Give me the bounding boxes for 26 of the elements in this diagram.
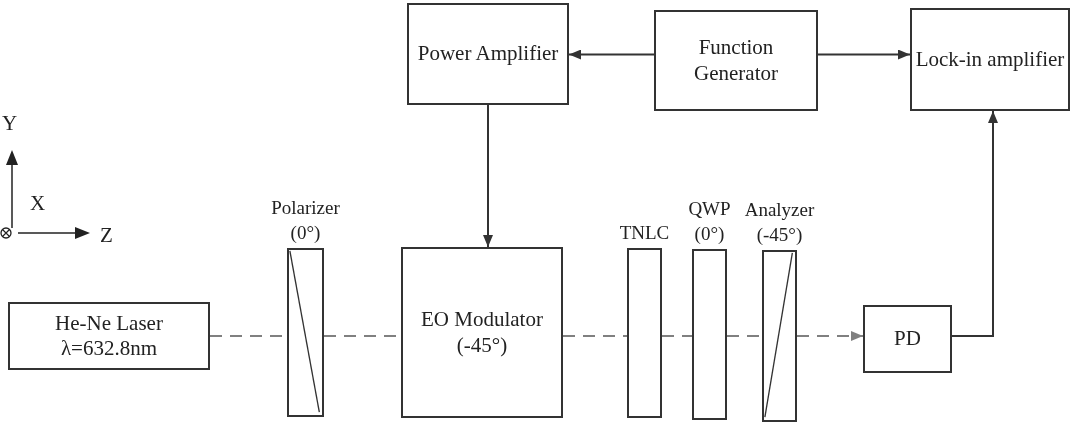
component-label: Polarizer (0°) bbox=[270, 195, 341, 246]
box-label: He-Ne Laser λ=632.8nm bbox=[54, 310, 164, 362]
light-beam bbox=[796, 331, 864, 341]
instrument-box bbox=[654, 10, 818, 111]
instrument-box bbox=[407, 3, 569, 105]
light-beam bbox=[562, 335, 628, 337]
component-label: TNLC bbox=[618, 221, 671, 246]
signal-arrow bbox=[951, 110, 998, 337]
laser-box bbox=[8, 302, 210, 370]
signal-arrow bbox=[568, 49, 655, 60]
instrument-box bbox=[910, 8, 1070, 111]
box-label: Lock-in amplifier bbox=[915, 46, 1065, 73]
box-label: PD bbox=[894, 326, 921, 352]
signal-arrow bbox=[483, 104, 493, 248]
box-label: Function Generator bbox=[693, 35, 779, 86]
light-beam bbox=[661, 335, 693, 337]
axis-label: Y bbox=[2, 113, 18, 134]
component-label: QWP (0°) bbox=[687, 196, 732, 247]
box-label: Power Amplifier bbox=[417, 41, 559, 67]
component-label: Analyzer (-45°) bbox=[743, 197, 816, 248]
box-label: EO Modulator (-45°) bbox=[420, 307, 544, 358]
modulator-box bbox=[401, 247, 563, 418]
detector-box bbox=[863, 305, 952, 373]
signal-arrow bbox=[817, 49, 911, 60]
axis-label: X bbox=[30, 193, 46, 214]
axis-label: Z bbox=[100, 225, 113, 246]
